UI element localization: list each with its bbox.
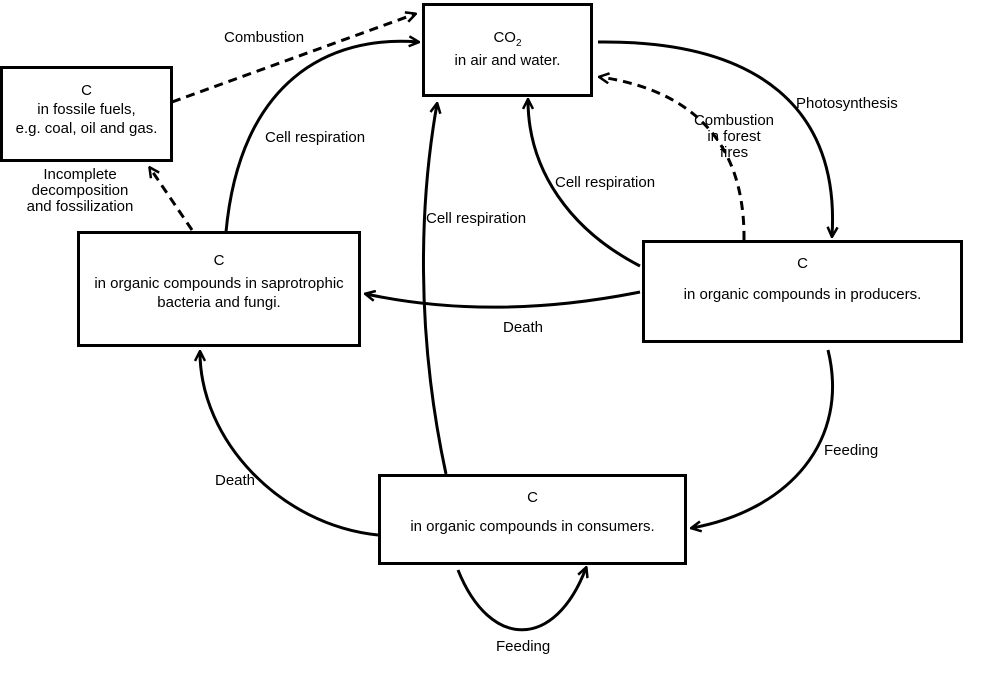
label-combustion: Combustion — [224, 29, 305, 46]
saprotrophs-carbon-label: C — [213, 252, 225, 269]
arrow-combustion-forest-fires — [600, 77, 746, 241]
label-combustion-forest-fires: Combustion in forest fires — [684, 113, 784, 161]
label-combustion-forest-line2: in forest — [707, 128, 761, 145]
label-cell-respiration-producers: Cell respiration — [555, 174, 656, 191]
fossil-fuels-label: in fossile fuels, — [37, 101, 136, 118]
arrow-cell-respiration-consumers — [422, 104, 448, 475]
arrow-combustion-fossil — [171, 14, 415, 104]
label-death-producers: Death — [503, 319, 544, 336]
label-incomplete-line3: and fossilization — [26, 198, 134, 215]
arrow-cell-respiration-producers — [528, 100, 641, 268]
label-combustion-forest-line3: fires — [719, 144, 749, 161]
label-cell-respiration-consumers: Cell respiration — [426, 210, 527, 227]
label-combustion-forest-line1: Combustion — [693, 112, 775, 129]
saprotrophs-organisms-label: bacteria and fungi. — [157, 294, 281, 311]
producers-carbon-label: C — [797, 255, 808, 272]
label-incomplete-line2: decomposition — [31, 182, 129, 199]
arrow-photosynthesis — [597, 40, 833, 236]
arrow-fossilization — [150, 168, 194, 231]
arrow-cell-respiration-saprotrophs — [224, 41, 418, 233]
fossil-fuels-box: C in fossile fuels, e.g. coal, oil and g… — [0, 66, 173, 162]
label-cell-respiration-saprotrophs: Cell respiration — [265, 129, 366, 146]
arrow-feeding-producers — [692, 349, 834, 528]
co2-title: CO2 — [493, 29, 522, 49]
co2-location: in air and water. — [454, 52, 561, 69]
label-incomplete-line1: Incomplete — [43, 166, 117, 183]
arrow-feeding-consumers — [456, 568, 586, 632]
producers-compounds-label: in organic compounds in producers. — [683, 286, 922, 303]
fossil-carbon-label: C — [81, 82, 92, 99]
label-photosynthesis: Photosynthesis — [796, 95, 898, 112]
arrow-death-consumers — [200, 352, 379, 537]
label-feeding-consumers: Feeding — [496, 638, 551, 655]
consumers-compounds-label: in organic compounds in consumers. — [410, 518, 655, 535]
producers-box: C in organic compounds in producers. — [642, 240, 963, 343]
saprotrophs-compounds-label: in organic compounds in saprotrophic — [94, 275, 344, 292]
label-death-consumers: Death — [215, 472, 256, 489]
label-incomplete-decomposition: Incomplete decomposition and fossilizati… — [20, 167, 140, 215]
label-feeding-producers: Feeding — [824, 442, 879, 459]
consumers-carbon-label: C — [527, 489, 538, 506]
saprotrophs-box: C in organic compounds in saprotrophic b… — [77, 231, 361, 347]
co2-box: CO2 in air and water. — [422, 3, 593, 97]
arrow-death-producers — [366, 292, 641, 309]
consumers-box: C in organic compounds in consumers. — [378, 474, 687, 565]
fossil-examples-label: e.g. coal, oil and gas. — [15, 120, 158, 137]
